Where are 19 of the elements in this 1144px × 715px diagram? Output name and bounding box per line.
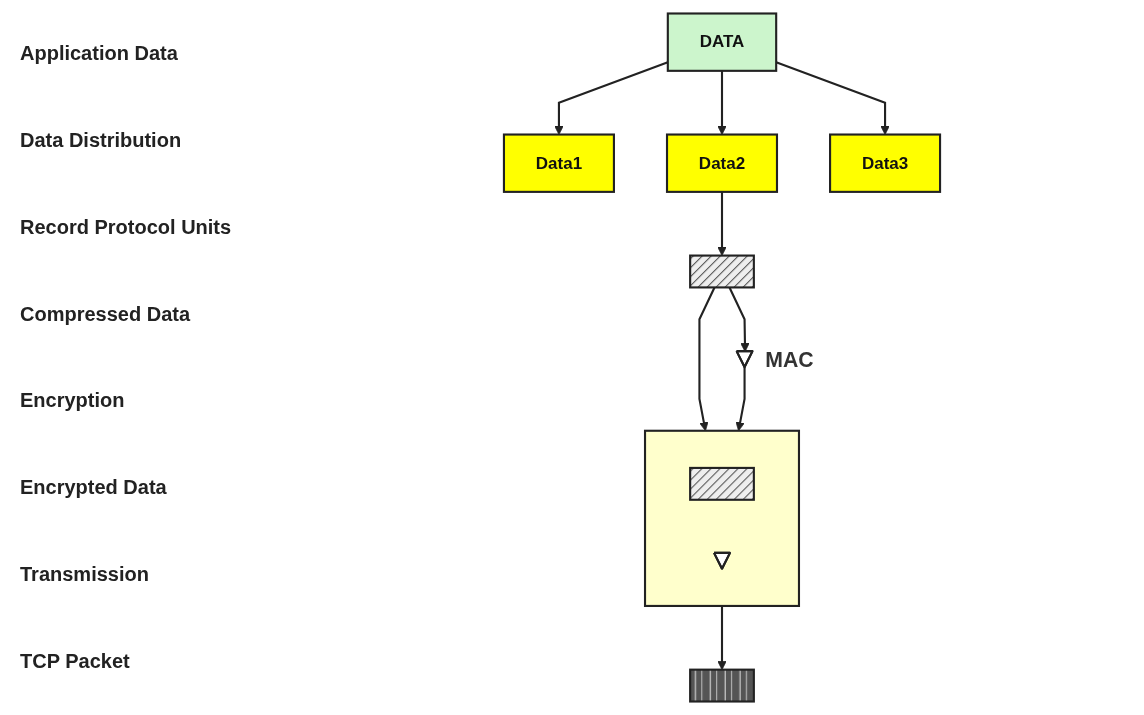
arrow bbox=[717, 191, 727, 256]
cluster bbox=[643, 429, 801, 607]
row-label: Transmission bbox=[20, 563, 150, 587]
row-label: Encryption bbox=[20, 389, 126, 413]
node-box: Data2 bbox=[665, 133, 779, 193]
node-box: DATA bbox=[666, 12, 778, 72]
row-label: TCP Packet bbox=[20, 650, 131, 674]
row-label: Encrypted Data bbox=[20, 476, 168, 500]
arrow bbox=[717, 70, 727, 135]
node-bar bbox=[689, 254, 755, 289]
node-bar bbox=[689, 668, 755, 703]
node-caption: MAC bbox=[765, 347, 814, 371]
row-label: Application Data bbox=[20, 41, 179, 65]
row-label: Data Distribution bbox=[20, 128, 183, 152]
node-box: Data1 bbox=[502, 133, 615, 193]
row-label: Compressed Data bbox=[20, 302, 192, 326]
node-bar bbox=[689, 466, 755, 501]
node-box: Data3 bbox=[829, 133, 942, 193]
row-label: Record Protocol Units bbox=[20, 215, 233, 239]
